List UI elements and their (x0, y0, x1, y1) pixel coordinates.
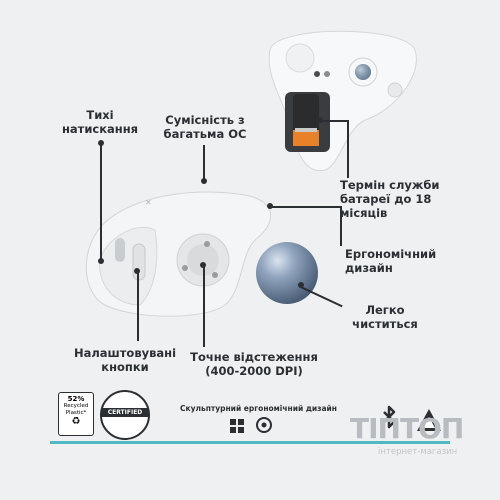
line-multi-os (203, 145, 205, 183)
label-custom-buttons: Налаштовувані кнопки (73, 346, 177, 374)
mouse-side-view: ✕ (85, 191, 272, 317)
teal-bar (50, 441, 450, 444)
line-ergonomic-v (340, 206, 342, 246)
recycle-icon: ♻ (71, 416, 81, 427)
receiver-icon (415, 407, 443, 435)
recycled-badge: 52% Recycled Plastic* ♻ (58, 392, 94, 436)
label-easy-clean: Легко чиститься (352, 303, 418, 331)
windows-icon (230, 418, 244, 433)
certified-text: CERTIFIED (102, 408, 148, 417)
label-quiet-clicks: Тихі натискання (61, 108, 139, 136)
dot-quiet-clicks (98, 140, 104, 146)
line-ergonomic (270, 206, 340, 208)
line-battery-v (347, 120, 349, 178)
certified-seal: CERTIFIED (100, 390, 150, 440)
recycled-percent: 52% (67, 395, 85, 403)
watermark-brand: ТІПТОП (350, 412, 464, 445)
trackball (256, 242, 318, 304)
line-custom-buttons (137, 271, 139, 341)
line-battery (320, 120, 348, 122)
label-multi-os: Сумісність з багатьма ОС (163, 113, 247, 141)
watermark-sub: інтернет-магазин (378, 447, 458, 457)
label-tracking: Точне відстеження (400-2000 DPI) (190, 350, 318, 378)
label-battery: Термін служби батареї до 18 місяців (340, 178, 440, 220)
dot-multi-os (201, 178, 207, 184)
chrome-icon (256, 417, 272, 433)
dot-quiet-clicks-end (98, 258, 104, 264)
sculpted-text: Скульптурний ергономічний дизайн (180, 404, 337, 413)
bluetooth-icon (378, 404, 400, 436)
line-quiet-clicks (100, 144, 102, 262)
recycled-text: Recycled Plastic* (63, 403, 89, 416)
mouse-bottom-view (268, 30, 417, 172)
dot-easy-clean (298, 282, 304, 288)
label-ergonomic: Ергономічний дизайн (345, 247, 437, 275)
line-tracking (203, 265, 205, 347)
svg-text:✕: ✕ (145, 198, 152, 207)
